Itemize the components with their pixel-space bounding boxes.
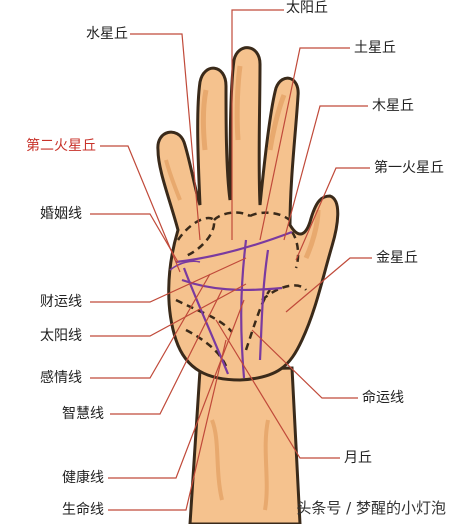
leader-jinxing xyxy=(285,257,372,313)
leader-diyihuo xyxy=(295,167,370,261)
label-shengming: 生命线 xyxy=(62,502,104,518)
label-muxing: 木星丘 xyxy=(372,98,414,114)
leader-caiyun xyxy=(90,257,247,303)
label-hunyin: 婚姻线 xyxy=(40,206,82,222)
label-taiyangqiu: 太阳丘 xyxy=(286,0,328,16)
label-dierhuo: 第二火星丘 xyxy=(26,138,96,154)
label-zhihui: 智慧线 xyxy=(62,406,104,422)
leader-taiyangqiu xyxy=(231,9,284,240)
leader-mingyun xyxy=(251,329,358,399)
label-caiyun: 财运线 xyxy=(40,294,82,310)
life-line xyxy=(182,267,230,375)
label-tuxing: 土星丘 xyxy=(354,40,396,56)
leader-tuxing xyxy=(259,47,350,241)
leader-ganqing xyxy=(90,273,211,379)
label-ganqing: 感情线 xyxy=(40,370,82,386)
hand xyxy=(156,46,340,382)
leader-dierhuo xyxy=(100,145,181,273)
label-taiyangxian: 太阳线 xyxy=(40,328,82,344)
leader-shengming xyxy=(108,339,227,511)
label-jinxing: 金星丘 xyxy=(376,250,418,266)
label-diyihuo: 第一火星丘 xyxy=(374,160,444,176)
palm-lines xyxy=(169,230,293,379)
fate-line xyxy=(240,239,248,379)
leader-hunyin xyxy=(90,213,179,263)
label-shuixing: 水星丘 xyxy=(86,26,128,42)
leader-lines xyxy=(90,9,372,511)
leader-zhihui xyxy=(110,289,223,415)
leader-yueqiu xyxy=(215,319,340,459)
wrist xyxy=(188,366,302,524)
label-mingyun: 命运线 xyxy=(362,390,404,406)
label-jiankang: 健康线 xyxy=(62,470,104,486)
label-yueqiu: 月丘 xyxy=(344,450,372,466)
leader-taiyangxian xyxy=(90,283,247,337)
watermark: 头条号 / 梦醒的小灯泡 xyxy=(296,499,446,517)
leader-muxing xyxy=(283,105,368,241)
leader-shuixing xyxy=(130,33,201,241)
heart-line xyxy=(175,230,293,264)
sun-line xyxy=(258,249,270,361)
